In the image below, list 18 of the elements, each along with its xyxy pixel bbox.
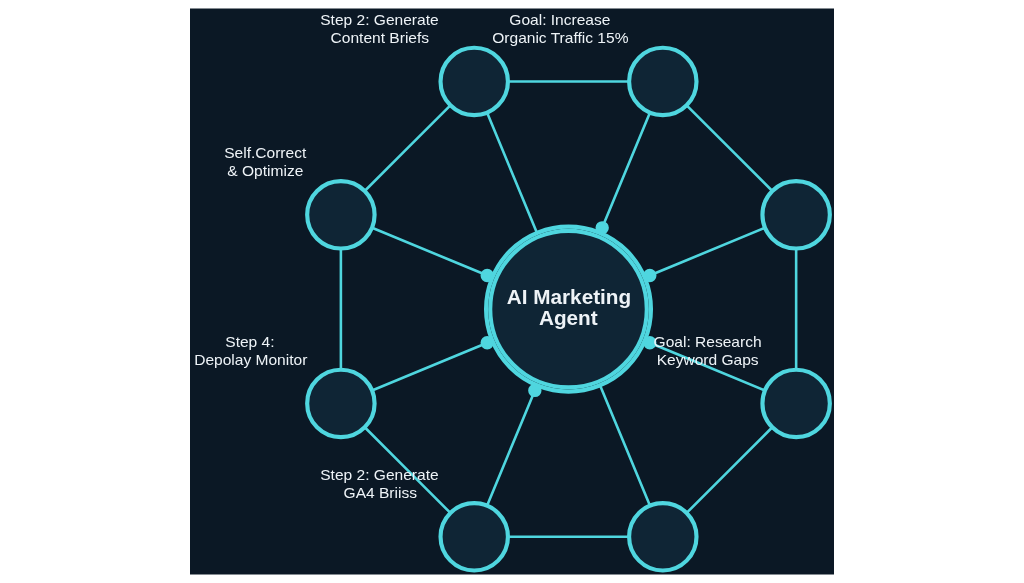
node-circle: [627, 45, 699, 118]
node-circle: [760, 367, 832, 440]
connector: [485, 112, 539, 234]
connector: [685, 426, 773, 514]
node-circle: [627, 501, 699, 573]
node-label: Self.Correct & Optimize: [224, 144, 307, 179]
node-circle: [760, 179, 832, 251]
node-label: Goal: Increase Organic Traffic 15%: [492, 10, 629, 46]
node-circle: [438, 45, 510, 118]
node-circle: [438, 501, 510, 573]
connector: [685, 104, 774, 192]
connector: [364, 104, 452, 192]
node-circle: [305, 367, 377, 440]
node-circle: [305, 179, 377, 251]
node-label: Step 2: Generate Content Briefs: [320, 10, 439, 46]
connector: [363, 426, 452, 514]
node-circle: AI Marketing Agent: [484, 224, 654, 394]
node-label: Step 4: Depolay Monitor: [194, 332, 308, 368]
